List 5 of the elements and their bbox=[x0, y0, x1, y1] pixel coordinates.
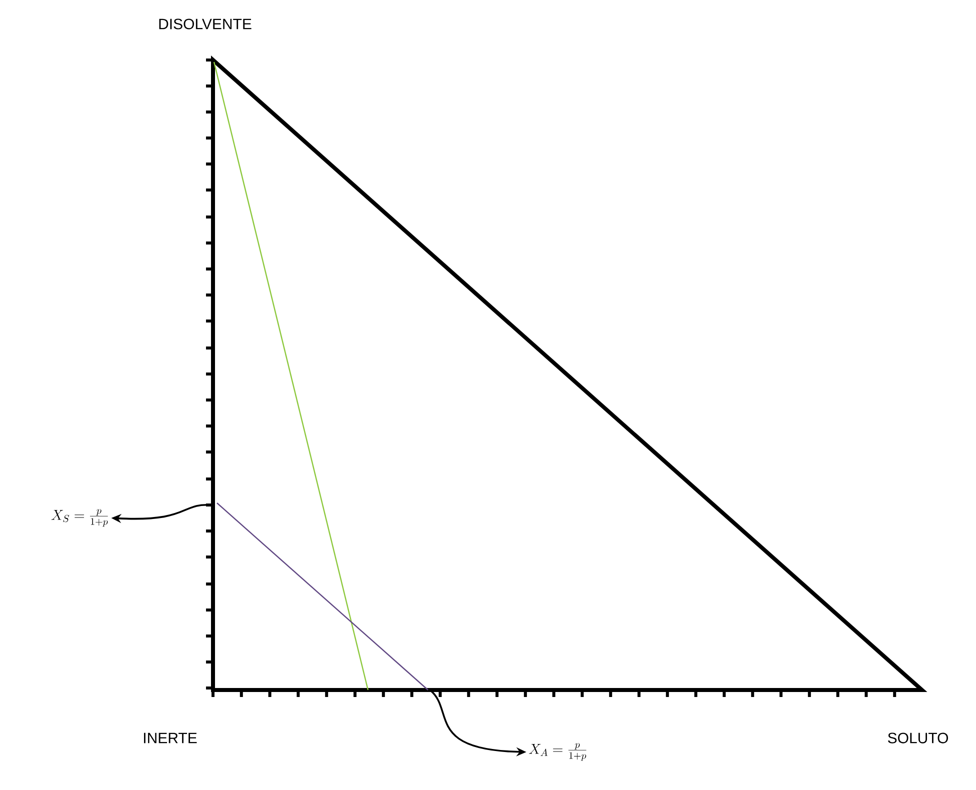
vertex-label: DISOLVENTE bbox=[159, 18, 252, 30]
formula: $X_S = \frac{p}{1+p}$ bbox=[51, 509, 108, 527]
formula: $X_A = \frac{p}{1+p}$ bbox=[528, 743, 586, 761]
vertex-label: SOLUTO bbox=[888, 732, 948, 744]
vertex-label: INERTE bbox=[144, 732, 197, 744]
